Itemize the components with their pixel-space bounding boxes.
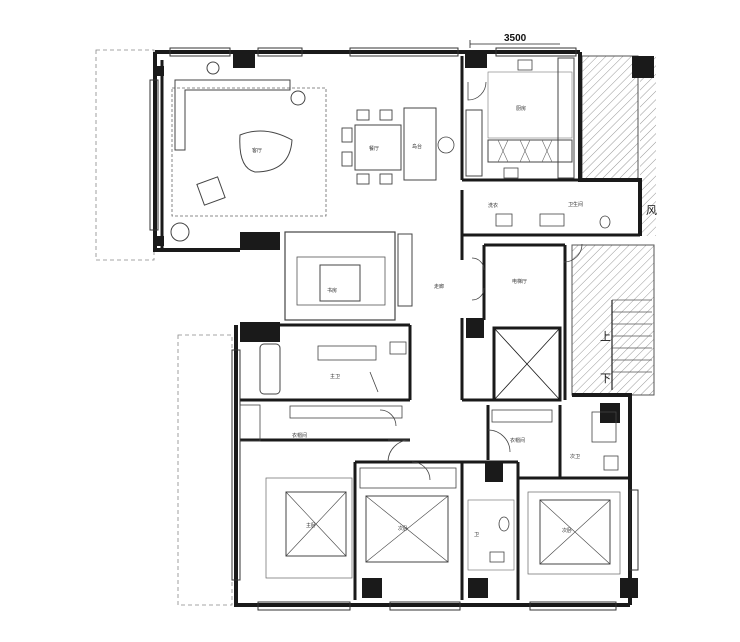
terrace-upper-left [95, 49, 155, 261]
living-room: 客厅 [170, 61, 327, 242]
terrace-lower-left [177, 334, 233, 606]
room-label-bathroom-right: 次卫 [570, 453, 580, 460]
room-label-closet-right: 衣帽间 [510, 437, 525, 444]
room-label-bathroom-left: 主卫 [330, 373, 340, 380]
kitchen: 厨房 [465, 57, 575, 179]
room-label-closet-left: 衣帽间 [292, 432, 307, 439]
bedroom-left: 主卧 [265, 477, 353, 579]
bedroom-right: 次卧 [527, 491, 621, 575]
hatched-shaft-upper [581, 55, 639, 181]
exterior-walls [153, 50, 642, 607]
room-label-guest-bath: 卫生间 [568, 201, 583, 208]
room-label-laundry: 洗衣 [488, 202, 498, 209]
room-label-island: 岛台 [412, 143, 422, 150]
room-label-study: 书房 [327, 287, 337, 294]
room-label-elevator-hall: 电梯厅 [512, 278, 527, 285]
room-label-living: 客厅 [252, 147, 262, 154]
dimension-marker: 3500 [469, 33, 560, 48]
structural-columns [156, 52, 654, 598]
room-label-dining: 餐厅 [369, 145, 379, 152]
bathroom-mid: 卫 [467, 499, 515, 571]
bathroom-left: 主卫 [259, 341, 407, 395]
stair-down-label: 下 [600, 372, 611, 385]
room-label-bathroom-mid: 卫 [474, 532, 479, 538]
bedroom-mid: 次卧 [359, 467, 457, 563]
windows [149, 47, 639, 611]
dining-area: 餐厅 岛台 [341, 107, 455, 185]
shaft-label: 风 [646, 204, 657, 217]
dimension-label: 3500 [504, 33, 527, 44]
room-label-corridor: 走廊 [434, 283, 444, 290]
interior-walls [160, 56, 640, 600]
room-label-kitchen: 厨房 [516, 105, 526, 112]
room-label-bedroom-mid: 次卧 [398, 525, 408, 532]
closet-right: 衣帽间 [491, 409, 553, 444]
study: 书房 [296, 233, 413, 307]
stair-up-label: 上 [600, 330, 611, 343]
stairs [611, 299, 652, 390]
room-label-bedroom-right: 次卧 [562, 527, 572, 534]
hatched-shaft-right [571, 56, 656, 396]
closet-left: 衣帽间 [239, 404, 403, 442]
service-rooms: 洗衣 卫生间 [488, 167, 611, 229]
room-label-bedroom-left: 主卧 [306, 522, 316, 529]
doors [379, 81, 583, 481]
bathroom-right: 次卫 [570, 411, 619, 471]
